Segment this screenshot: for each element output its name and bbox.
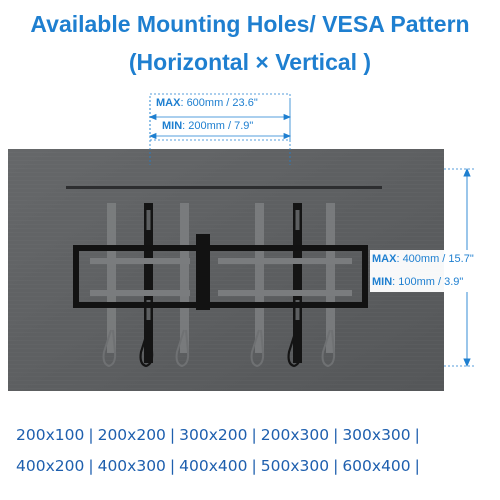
safety-straps [139, 329, 302, 368]
vertical-dimension-box [370, 250, 498, 292]
horizontal-min-label: MIN: 200mm / 7.9" [162, 120, 253, 133]
vertical-min-label: MIN: 100mm / 3.9" [372, 276, 463, 289]
title-line-1: Available Mounting Holes/ VESA Pattern [30, 11, 470, 37]
horizontal-max-arrow [148, 113, 292, 121]
horizontal-max-value: : 600mm / 23.6" [180, 97, 258, 109]
vertical-max-key: MAX [372, 253, 397, 265]
vesa-size: 200x300 [260, 426, 330, 444]
vesa-sizes-row-1: 200x100|200x200|300x200|200x300|300x300| [16, 426, 420, 444]
vesa-size: 200x100 [16, 426, 85, 444]
vertical-min-key: MIN [372, 276, 393, 288]
vesa-size: 200x200 [97, 426, 166, 444]
horizontal-max-key: MAX [156, 97, 181, 109]
title-line-2: (Horizontal × Vertical ) [128, 49, 372, 75]
vertical-max-arrow [463, 167, 471, 368]
vesa-sizes-row-2: 400x200|400x300|400x400|500x300|600x400| [16, 457, 420, 475]
horizontal-min-value: : 200mm / 7.9" [182, 120, 254, 132]
vesa-size: 300x200 [179, 426, 248, 444]
vesa-size: 400x400 [179, 457, 248, 475]
vesa-size: 500x300 [260, 457, 330, 475]
horizontal-max-label: MAX: 600mm / 23.6" [156, 97, 258, 110]
ghost-arms [107, 203, 335, 353]
bracket-arms [144, 203, 302, 363]
vesa-size: 400x300 [97, 457, 166, 475]
vertical-max-label: MAX: 400mm / 15.7" [372, 253, 474, 266]
vesa-size: 300x300 [342, 426, 411, 444]
horizontal-min-arrow [148, 132, 292, 140]
vesa-size: 600x400 [342, 457, 411, 475]
vertical-max-value: : 400mm / 15.7" [396, 253, 474, 265]
horizontal-min-key: MIN [162, 120, 183, 132]
vertical-min-value: : 100mm / 3.9" [392, 276, 464, 288]
vesa-size: 400x200 [16, 457, 85, 475]
tv-top-slot [66, 186, 382, 189]
